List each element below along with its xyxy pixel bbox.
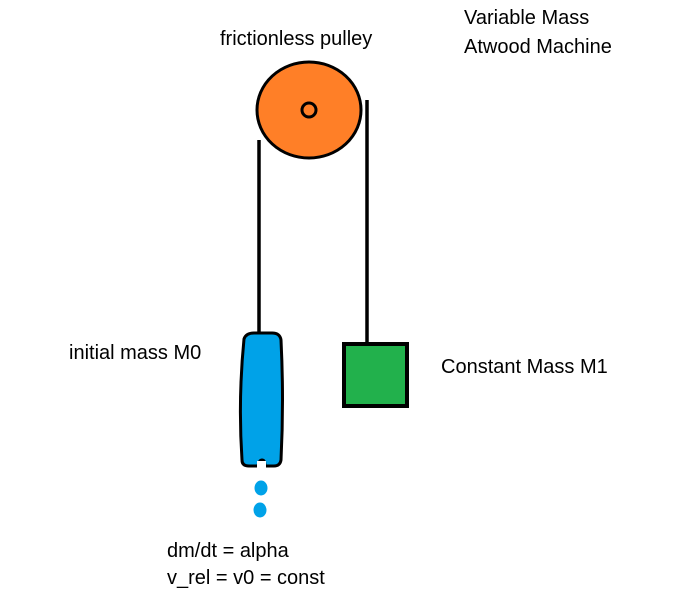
variable-mass-label: initial mass M0 xyxy=(69,342,202,364)
constant-mass-m1 xyxy=(342,342,409,408)
pulley-label: frictionless pulley xyxy=(220,28,373,50)
variable-mass-m0 xyxy=(238,331,284,468)
droplet-2 xyxy=(253,502,267,518)
diagram-title-line-1: Variable Mass xyxy=(464,7,590,29)
relative-velocity-equation: v_rel = v0 = const xyxy=(167,567,325,589)
leak-hole xyxy=(257,461,266,469)
droplet-1 xyxy=(254,480,268,496)
constant-mass-label: Constant Mass M1 xyxy=(441,356,608,378)
diagram-title-line-2: Atwood Machine xyxy=(464,36,612,58)
mass-rate-equation: dm/dt = alpha xyxy=(167,540,289,562)
pulley-axle xyxy=(300,101,318,119)
